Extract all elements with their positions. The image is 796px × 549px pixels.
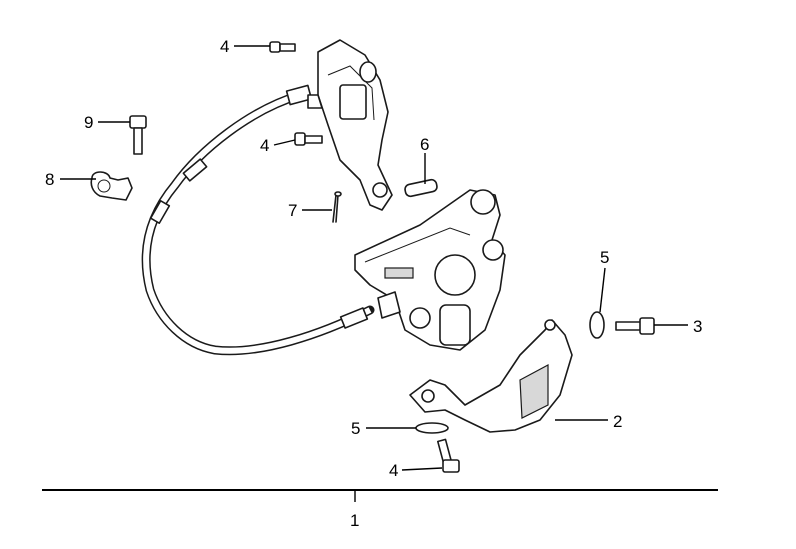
bolt-part-3 xyxy=(615,317,655,335)
master-cylinder xyxy=(307,39,393,211)
washer-part-5-right xyxy=(589,311,605,339)
callout-3: 3 xyxy=(693,317,702,336)
callout-1: 1 xyxy=(350,511,359,530)
cotter-pin-part-7 xyxy=(332,191,342,223)
callout-4-bottom: 4 xyxy=(389,461,398,480)
bolt-part-4-bottom xyxy=(436,438,460,473)
callout-8: 8 xyxy=(45,170,54,189)
callout-5-left: 5 xyxy=(351,419,360,438)
brake-caliper xyxy=(354,189,506,351)
clamp-part-8 xyxy=(90,171,133,201)
bolt-part-4-mid xyxy=(294,132,323,146)
bolt-part-9 xyxy=(129,115,147,155)
callout-7: 7 xyxy=(288,201,297,220)
callout-2: 2 xyxy=(613,412,622,431)
leader-4-bottom xyxy=(401,467,443,471)
callout-6: 6 xyxy=(420,135,429,154)
washer-part-5-left xyxy=(415,422,449,434)
bolt-part-4-top xyxy=(269,41,296,53)
leader-4-mid xyxy=(273,139,296,146)
caliper-guard-plate xyxy=(409,319,573,433)
brake-hose xyxy=(141,84,375,356)
callout-4-top: 4 xyxy=(220,37,229,56)
leader-5-right xyxy=(599,267,606,313)
callout-4-mid: 4 xyxy=(260,136,269,155)
callout-9: 9 xyxy=(84,113,93,132)
callout-5-right: 5 xyxy=(600,248,609,267)
pin-part-6 xyxy=(404,178,438,198)
